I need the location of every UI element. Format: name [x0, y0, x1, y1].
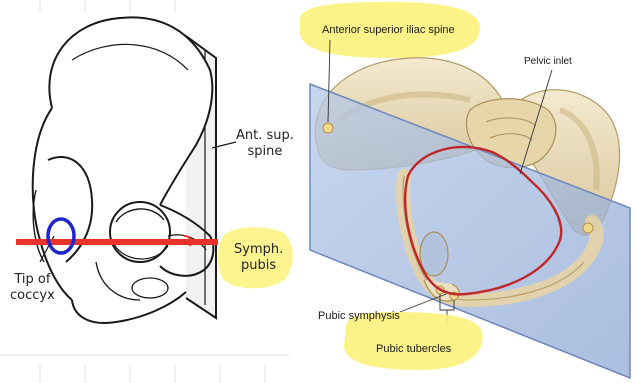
ant-sup-spine-line1: Ant. sup. [236, 128, 294, 144]
symph-pubis-label: Symph. pubis [234, 242, 283, 273]
pubic-symphysis-label: Pubic symphysis [318, 310, 400, 323]
obturator-foramen-3d [420, 232, 448, 276]
ischium [72, 292, 186, 323]
symph-pubis-line2: pubis [234, 258, 283, 274]
asis-point [323, 123, 333, 133]
ant-sup-spine-label: Ant. sup. spine [236, 128, 294, 159]
pubic-tubercles-label: Pubic tubercles [376, 343, 451, 356]
asis-label: Anterior superior iliac spine [322, 24, 455, 37]
ant-sup-spine-line2: spine [236, 144, 294, 160]
symph-pubis-line1: Symph. [234, 242, 283, 258]
pubic-symphysis-leader [400, 294, 446, 312]
tip-of-coccyx-label: Tip of coccyx [10, 272, 55, 305]
pelvic-inlet-label: Pelvic inlet [524, 56, 572, 68]
coccyx-marker-circle [48, 219, 74, 253]
tip-of-coccyx-line2: coccyx [10, 288, 55, 304]
obturator-foramen [132, 278, 168, 298]
tip-of-coccyx-line1: Tip of [10, 272, 55, 288]
left-pelvis-drawing [33, 17, 236, 323]
right-asis-point [583, 223, 593, 233]
